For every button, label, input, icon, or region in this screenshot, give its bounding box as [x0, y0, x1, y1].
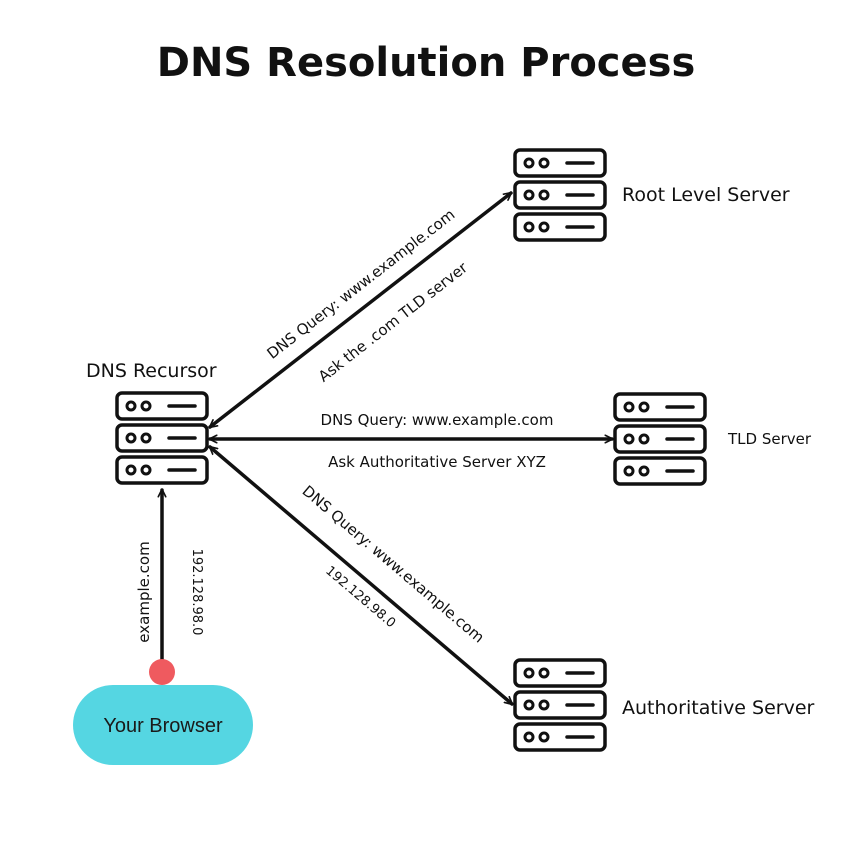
edge-recursor-authoritative — [208, 445, 514, 706]
recursor-label: DNS Recursor — [86, 360, 217, 382]
root-server-label: Root Level Server — [622, 184, 790, 206]
tld-response-label: Ask Authoritative Server XYZ — [328, 453, 546, 471]
root-server-icon — [513, 148, 607, 242]
connection-dot — [149, 659, 175, 685]
dns-recursor-server-icon — [115, 391, 209, 485]
browser-response-label: 192.128.98.0 — [189, 549, 204, 636]
browser-label: Your Browser — [103, 715, 223, 737]
tld-server-label: TLD Server — [727, 430, 812, 448]
root-response-label: Ask the .com TLD server — [315, 258, 472, 386]
authoritative-server-icon — [513, 658, 607, 752]
browser-query-label: example.com — [135, 541, 153, 642]
browser-node[interactable] — [73, 685, 253, 765]
tld-query-label: DNS Query: www.example.com — [321, 411, 554, 429]
edge-recursor-root — [208, 191, 513, 429]
authoritative-server-label: Authoritative Server — [622, 697, 815, 719]
page-title: DNS Resolution Process — [157, 40, 696, 86]
tld-server-icon — [613, 392, 707, 486]
